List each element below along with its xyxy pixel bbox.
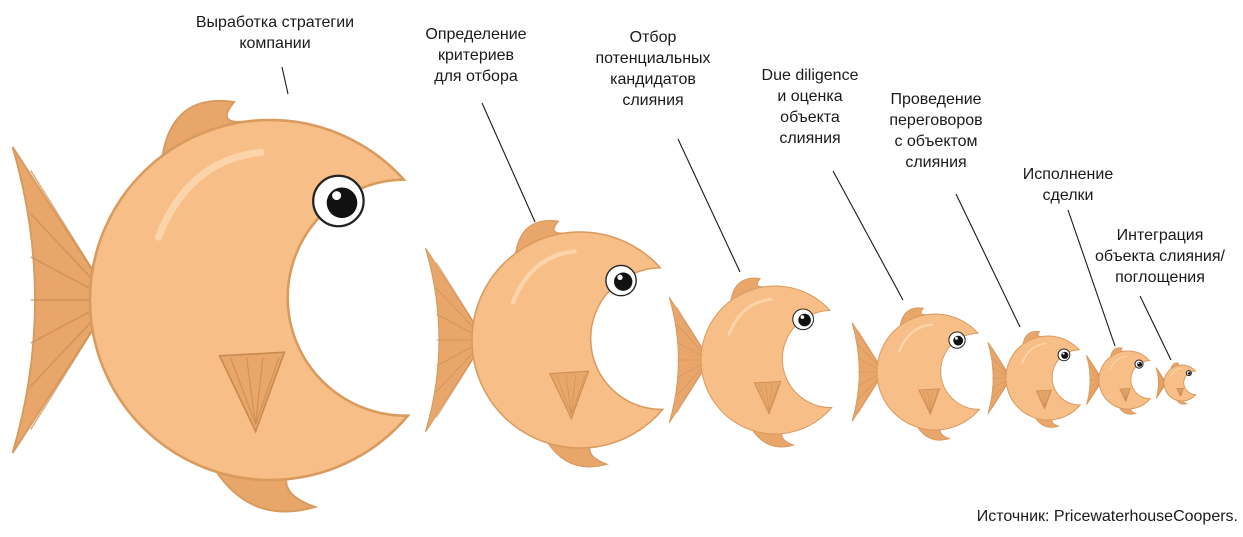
eye-pupil <box>1061 352 1068 359</box>
fish-body <box>90 120 408 480</box>
eye-glint <box>1138 362 1139 363</box>
stage-label-line: слияния <box>905 154 966 171</box>
stage-label-line: переговоров <box>889 112 982 129</box>
fish-chain <box>13 101 1196 512</box>
source-note: Источник: PricewaterhouseCoopers. <box>977 508 1238 525</box>
leader-line <box>956 194 1020 327</box>
leader-line <box>678 139 740 272</box>
leader-line <box>1068 210 1115 346</box>
eye-glint <box>617 275 622 280</box>
stage-label-line: слияния <box>779 130 840 147</box>
leader-line <box>482 103 535 222</box>
stage-label-7: Интеграция объекта слияния/поглощения <box>1095 227 1225 360</box>
stage-label-line: Определение <box>425 26 526 43</box>
stage-label-line: потенциальных <box>595 50 710 67</box>
eye-glint <box>332 191 341 200</box>
fish-3 <box>669 278 832 447</box>
fish-5 <box>988 332 1080 428</box>
stage-label-line: Интеграция <box>1117 227 1204 244</box>
stage-label-line: поглощения <box>1115 269 1205 286</box>
stage-label-line: и оценка <box>777 88 842 105</box>
fish-body <box>472 232 663 448</box>
stage-label-line: сделки <box>1043 187 1094 204</box>
leader-line <box>833 171 903 300</box>
fish-body <box>877 314 979 430</box>
stage-label-line: Due diligence <box>762 67 859 84</box>
stage-label-line: компании <box>239 35 310 52</box>
leader-line <box>1140 296 1171 360</box>
stage-label-line: Выработка стратегии <box>196 14 354 31</box>
fish-body <box>1099 351 1150 409</box>
eye-glint <box>801 315 805 319</box>
fish-7 <box>1156 363 1196 404</box>
eye-pupil <box>614 273 632 291</box>
fish-6 <box>1087 348 1151 414</box>
stage-label-line: Исполнение <box>1023 166 1114 183</box>
stage-label-5: Проведение переговоров с объектом слияния <box>889 91 1020 327</box>
stage-label-line: для отбора <box>434 68 518 85</box>
stage-label-3: Отбор потенциальных кандидатов слияния <box>595 29 740 272</box>
stage-label-line: объекта слияния/ <box>1095 248 1225 265</box>
eye-glint <box>1188 372 1189 373</box>
fish-body <box>701 286 832 434</box>
stage-label-line: критериев <box>438 47 514 64</box>
stage-label-line: объекта <box>780 109 840 126</box>
stage-label-line: кандидатов <box>610 71 696 88</box>
eye-glint <box>1062 353 1064 355</box>
eye-pupil <box>1137 362 1142 367</box>
fish-1 <box>13 101 408 512</box>
eye-pupil <box>1188 372 1191 375</box>
leader-line <box>282 67 288 94</box>
stage-label-4: Due diligence и оценка объекта слияния <box>762 67 903 300</box>
stage-label-line: Проведение <box>890 91 981 108</box>
stage-label-line: Отбор <box>630 29 677 46</box>
stage-label-line: слияния <box>622 92 683 109</box>
fish-4 <box>852 308 979 440</box>
eye-glint <box>955 337 958 340</box>
stage-label-2: Определение критериев для отбора <box>425 26 535 222</box>
eye-pupil <box>798 314 811 327</box>
eye-pupil <box>953 336 963 346</box>
fish-body <box>1006 336 1080 420</box>
stage-label-1: Выработка стратегии компании <box>196 14 354 94</box>
eye-pupil <box>327 188 358 219</box>
stage-label-line: с объектом <box>894 133 977 150</box>
fish-2 <box>426 221 663 467</box>
